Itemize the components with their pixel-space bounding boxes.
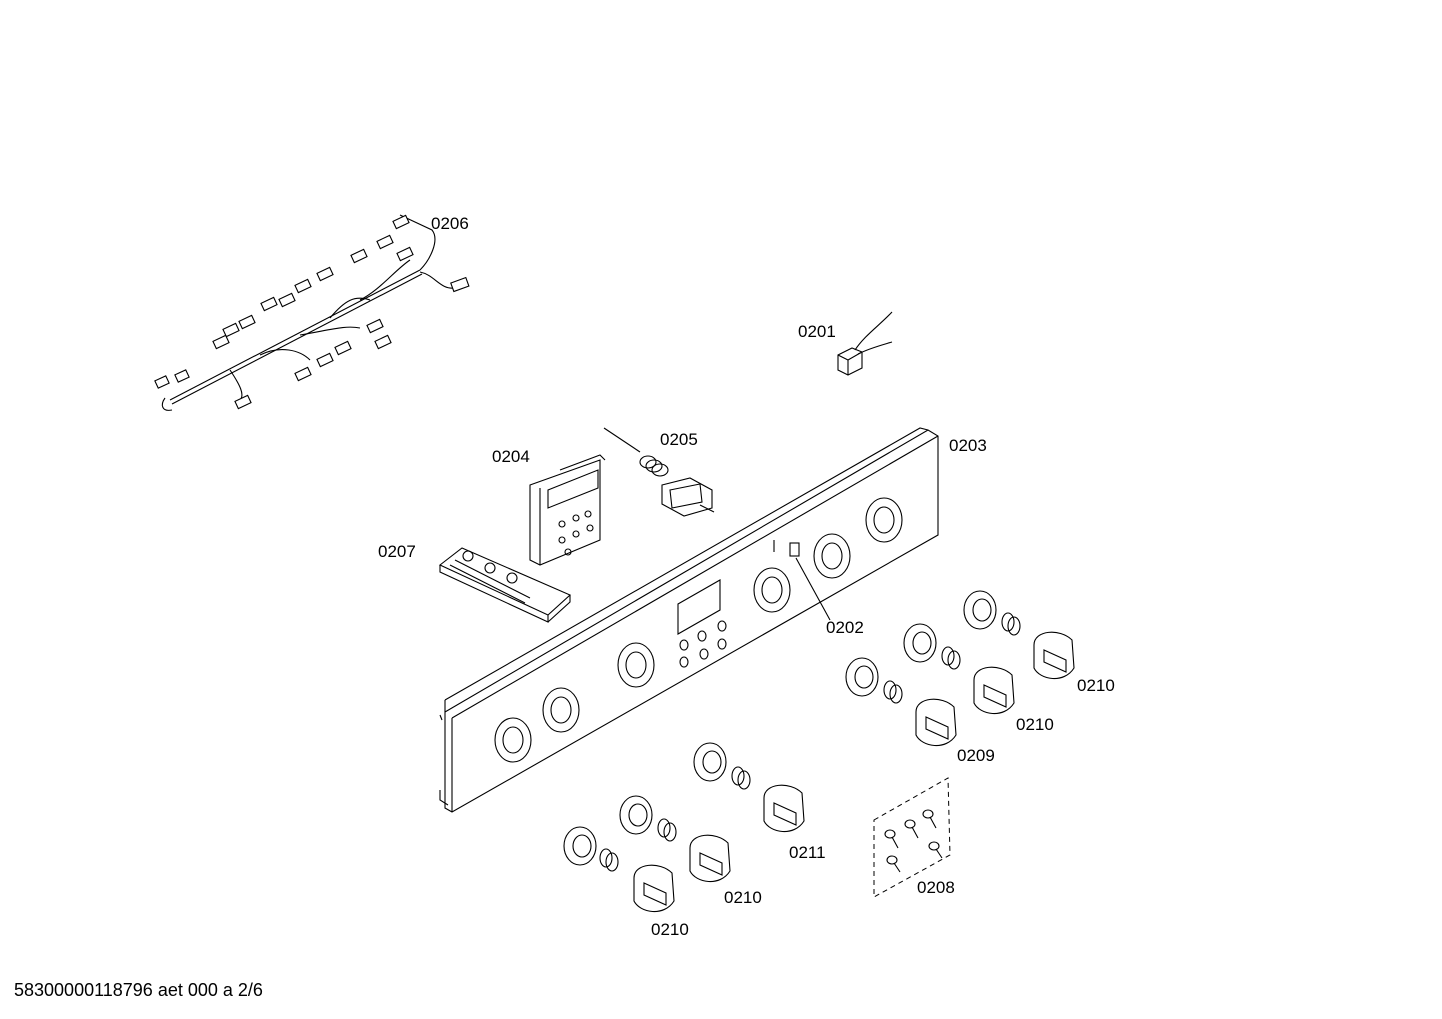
label-0203: 0203 xyxy=(949,436,987,455)
switch-0201 xyxy=(837,311,893,376)
label-0204: 0204 xyxy=(492,447,530,466)
label-0210-b: 0210 xyxy=(1016,715,1054,734)
module-0204 xyxy=(529,454,606,566)
label-0210-d: 0210 xyxy=(651,920,689,939)
label-0210-c: 0210 xyxy=(724,888,762,907)
terminal-block-0207 xyxy=(438,547,571,623)
label-0206: 0206 xyxy=(431,214,469,233)
rotary-switch-0205 xyxy=(603,427,715,517)
label-0207: 0207 xyxy=(378,542,416,561)
knob-assemblies xyxy=(563,590,1075,913)
label-0210-a: 0210 xyxy=(1077,676,1115,695)
label-0202: 0202 xyxy=(826,618,864,637)
label-0201: 0201 xyxy=(798,322,836,341)
label-0211: 0211 xyxy=(789,843,826,862)
label-0209: 0209 xyxy=(957,746,995,765)
document-id: 58300000118796 aet 000 a 2/6 xyxy=(14,980,263,1000)
label-0208: 0208 xyxy=(917,878,955,897)
screw-set-0208 xyxy=(873,777,951,898)
control-panel-0203 xyxy=(439,427,939,813)
label-0205: 0205 xyxy=(660,430,698,449)
wiring-harness xyxy=(154,214,470,411)
